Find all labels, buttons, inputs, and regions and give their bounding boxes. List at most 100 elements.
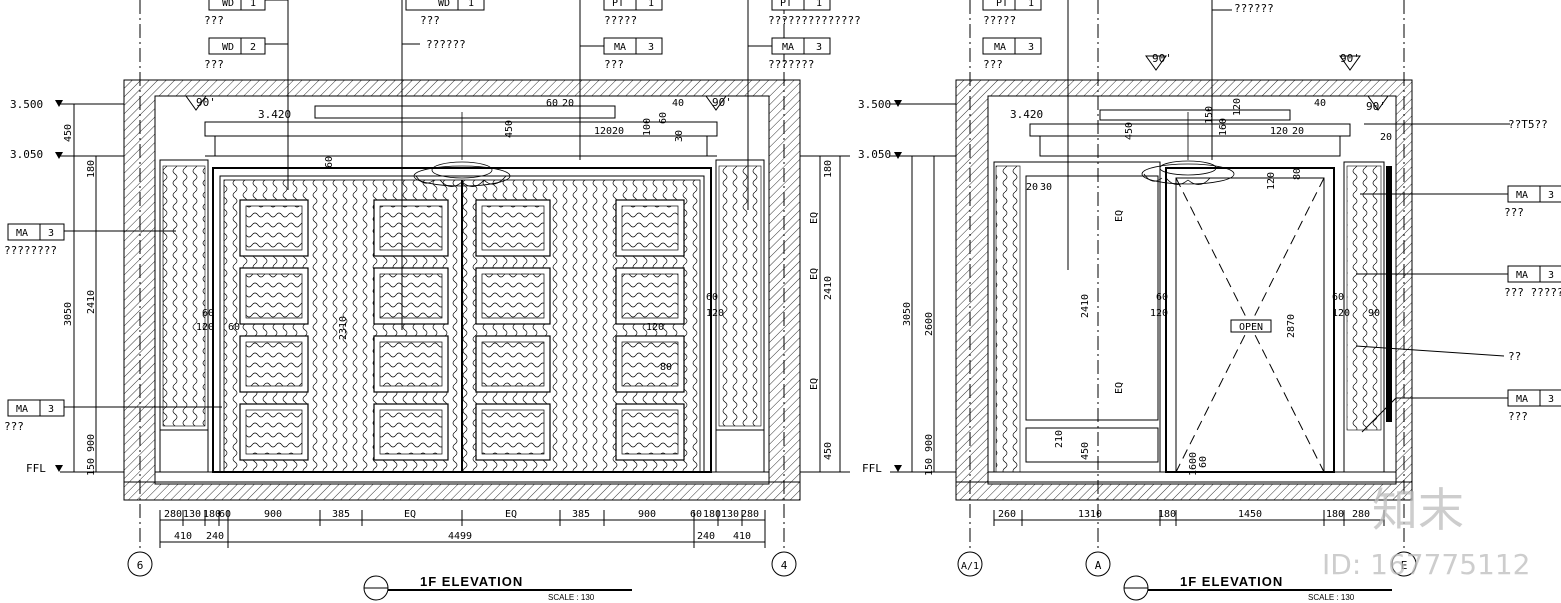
bottom-dims-row-1: 280 130 180 60 900 385 EQ EQ 385 900 60 … [164, 509, 759, 520]
svg-text:260: 260 [998, 509, 1016, 520]
svg-text:120: 120 [594, 126, 612, 137]
tag-note: ??? [1504, 206, 1524, 219]
svg-text:80: 80 [660, 362, 672, 373]
svg-text:EQ: EQ [1114, 382, 1125, 394]
level-label: FFL [26, 462, 46, 475]
level-label: FFL [862, 462, 882, 475]
svg-text:240: 240 [697, 531, 715, 542]
svg-text:EQ: EQ [809, 268, 820, 280]
tag-note: ??? [604, 58, 624, 71]
svg-text:EQ: EQ [404, 509, 416, 520]
svg-text:EQ: EQ [505, 509, 517, 520]
right-elevation: OPEN [890, 0, 1561, 601]
svg-text:120: 120 [1270, 126, 1288, 137]
svg-text:3050: 3050 [902, 302, 913, 326]
svg-text:180: 180 [1158, 509, 1176, 520]
svg-text:150: 150 [924, 458, 935, 476]
tag-num: 1 [816, 0, 822, 9]
svg-text:900: 900 [638, 509, 656, 520]
svg-text:60: 60 [706, 292, 718, 303]
svg-text:40: 40 [1314, 98, 1326, 109]
angle-label: 90' [1152, 52, 1172, 65]
tag-note: ??????? [768, 58, 814, 71]
svg-text:130: 130 [183, 509, 201, 520]
svg-text:60: 60 [219, 509, 231, 520]
tag-note: ??? [4, 420, 24, 433]
svg-text:410: 410 [174, 531, 192, 542]
svg-text:80: 80 [1292, 168, 1303, 180]
svg-text:EQ: EQ [1114, 210, 1125, 222]
svg-text:40: 40 [672, 98, 684, 109]
svg-text:120: 120 [1232, 98, 1243, 116]
svg-text:60: 60 [658, 112, 669, 124]
svg-text:60: 60 [1156, 292, 1168, 303]
tag-num: 3 [1028, 42, 1034, 53]
inner-dims: 450 150 120 160 120 20 40 20 20 30 EQ 24… [1026, 98, 1392, 476]
svg-text:60: 60 [690, 509, 702, 520]
level-label: 3.050 [858, 148, 891, 161]
right-vertical-dims: 180 EQ EQ 2410 EQ 450 [809, 160, 834, 460]
svg-text:2410: 2410 [86, 290, 97, 314]
svg-text:2600: 2600 [924, 312, 935, 336]
svg-text:410: 410 [733, 531, 751, 542]
svg-text:EQ: EQ [809, 212, 820, 224]
watermark-logo: 知末 [1372, 483, 1464, 537]
callout: ?????? [1234, 2, 1274, 15]
tag-code: WD [438, 0, 450, 9]
svg-text:450: 450 [823, 442, 834, 460]
svg-text:180: 180 [86, 160, 97, 178]
tag-num: 1 [250, 0, 256, 9]
svg-text:120: 120 [646, 322, 664, 333]
left-vertical-dims: 450 180 2410 3050 150 900 [63, 124, 97, 476]
tag-code: PT [996, 0, 1008, 9]
watermark-id: ID: 167775112 [1322, 548, 1530, 581]
svg-text:1600: 1600 [1188, 452, 1199, 476]
grid-label: E [1401, 559, 1408, 572]
grid-bubble-4 [771, 551, 797, 577]
level-label: 3.500 [858, 98, 891, 111]
svg-text:150: 150 [1204, 106, 1215, 124]
svg-text:150: 150 [86, 458, 97, 476]
svg-text:60: 60 [546, 98, 558, 109]
svg-text:450: 450 [1080, 442, 1091, 460]
tag-code: MA [782, 42, 794, 53]
drawing-scale: SCALE : 130 [548, 593, 595, 602]
svg-text:2410: 2410 [1080, 294, 1091, 318]
svg-text:180: 180 [1326, 509, 1344, 520]
bottom-dims-row-2: 410 240 4499 240 410 [174, 531, 751, 542]
svg-text:180: 180 [823, 160, 834, 178]
svg-text:900: 900 [86, 434, 97, 452]
svg-text:4499: 4499 [448, 531, 472, 542]
tag-note: ???????? [4, 244, 57, 257]
grid-label: A [1095, 559, 1102, 572]
svg-text:20: 20 [1026, 182, 1038, 193]
tag-num: 3 [648, 42, 654, 53]
svg-text:240: 240 [206, 531, 224, 542]
left-vertical-dims: 3050 2600 150 900 210 450 [902, 302, 1091, 476]
angle-label: 90' [196, 96, 216, 109]
svg-text:130: 130 [721, 509, 739, 520]
tag-code: MA [994, 42, 1006, 53]
svg-text:450: 450 [504, 120, 515, 138]
tag-note: ??? [204, 14, 224, 27]
svg-text:280: 280 [1352, 509, 1370, 520]
tag-num: 1 [1028, 0, 1034, 9]
tag-num: 3 [48, 404, 54, 415]
tag-note: ?????????????? [768, 14, 861, 27]
svg-text:280: 280 [164, 509, 182, 520]
tag-num: 3 [1548, 394, 1554, 405]
tag-code: MA [1516, 394, 1528, 405]
svg-text:385: 385 [332, 509, 350, 520]
svg-text:60: 60 [202, 308, 214, 319]
svg-text:180: 180 [703, 509, 721, 520]
svg-text:60: 60 [228, 322, 240, 333]
grid-bubble-6 [127, 551, 153, 577]
tag-note: ??? [204, 58, 224, 71]
tag-num: 3 [816, 42, 822, 53]
svg-text:385: 385 [572, 509, 590, 520]
svg-text:160: 160 [1218, 118, 1229, 136]
svg-text:900: 900 [264, 509, 282, 520]
open-label: OPEN [1239, 322, 1263, 333]
level-label: 3.500 [10, 98, 43, 111]
